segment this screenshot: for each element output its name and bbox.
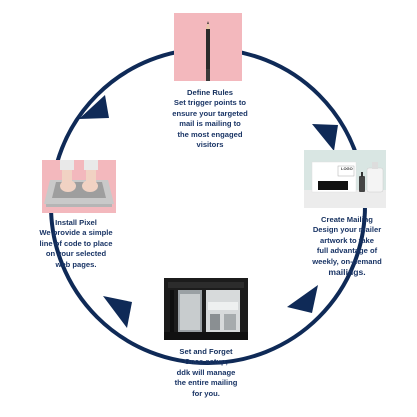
step-line: ddk will manage — [176, 367, 236, 377]
pencil-photo — [174, 13, 242, 81]
mailer-mockup-photo: LOGO — [304, 150, 386, 208]
step-define-rules: Define Rules Set trigger points to ensur… — [160, 88, 260, 150]
step-line: the entire mailing — [174, 378, 238, 388]
step-title: Install Pixel — [55, 218, 97, 227]
storefront-photo — [164, 278, 248, 340]
step-line: for you. — [192, 388, 220, 398]
step-title: Set and Forget — [179, 347, 233, 356]
mockup-logo-text: LOGO — [341, 166, 353, 171]
step-line: We provide a simple — [39, 228, 113, 238]
laptop-typing-photo — [42, 160, 116, 213]
step-line: Once setup, — [184, 357, 228, 367]
step-line: artwork to take — [319, 235, 375, 245]
step-line: web pages. — [55, 259, 97, 269]
step-line: line of code to place — [39, 238, 113, 248]
step-create-mailing: Create Mailing Design your mailer artwor… — [297, 215, 397, 277]
step-title: Create Mailing — [321, 215, 373, 224]
step-title: Define Rules — [187, 88, 233, 97]
step-line: visitors — [196, 140, 224, 150]
step-line: Set trigger points to — [173, 98, 247, 108]
arrow-bottom-right — [287, 285, 318, 313]
step-line: weekly, on-demand — [312, 256, 382, 266]
step-line: on your selected — [45, 249, 107, 259]
step-line: mailings. — [328, 267, 366, 278]
step-install-pixel: Install Pixel We provide a simple line o… — [24, 218, 128, 270]
arrow-top-right — [312, 124, 338, 151]
step-line: the most engaged — [177, 129, 243, 139]
arrow-bottom-left — [103, 296, 132, 328]
step-set-and-forget: Set and Forget Once setup, ddk will mana… — [154, 347, 258, 399]
step-line: Design your mailer — [312, 225, 382, 235]
step-line: full advantage of — [316, 246, 378, 256]
step-line: ensure your targeted — [172, 108, 248, 118]
step-line: mail is mailing to — [179, 119, 241, 129]
arrow-top-left — [79, 95, 109, 119]
